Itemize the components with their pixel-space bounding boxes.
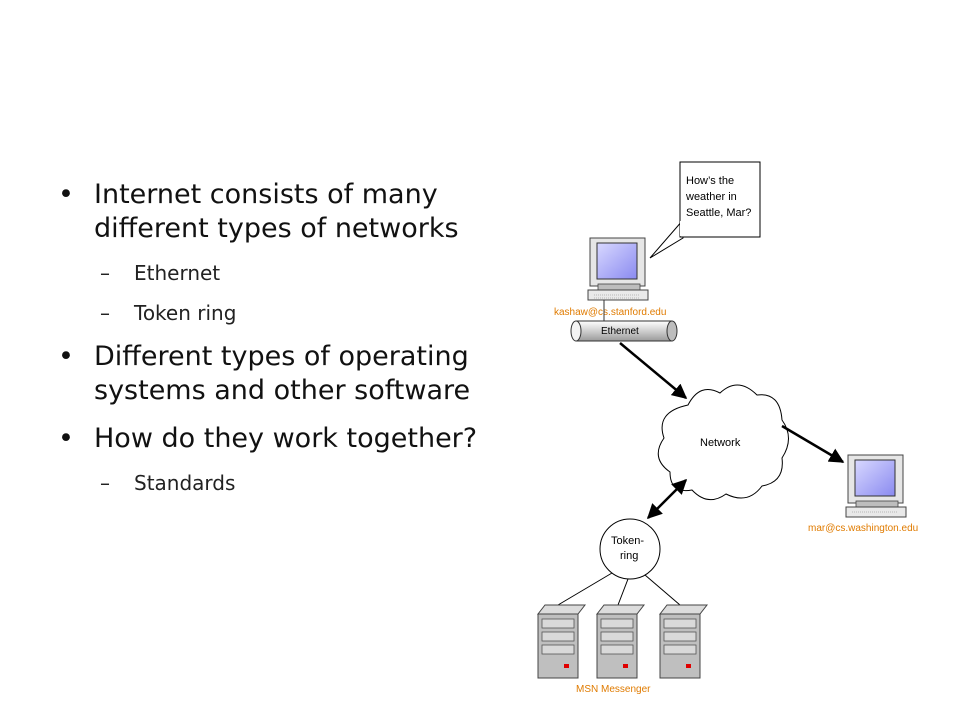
bullet-dot: • [58, 423, 74, 454]
sub-bullet-dash: – [100, 301, 110, 325]
server-2 [595, 604, 646, 679]
sub-bullet-text: Token ring [134, 301, 237, 325]
bullet-operating-systems: • Different types of operating systems a… [58, 340, 528, 408]
computer-stanford [587, 237, 649, 301]
arrow-ethernet-to-network [619, 342, 688, 399]
arrow-network-to-washington [781, 424, 845, 464]
network-cloud [657, 384, 789, 501]
token-ring-label-line-2: ring [620, 550, 638, 562]
arrow-network-token-ring [646, 478, 688, 520]
svg-text:Token- ring: Token- ring [611, 535, 647, 562]
bullet-text: How do they work together? [94, 423, 478, 454]
ethernet-segment [570, 300, 678, 342]
sub-bullet-token-ring: – Token ring [58, 300, 528, 326]
token-ring-node [599, 518, 661, 580]
sub-bullet-text: Standards [134, 471, 236, 495]
link-server-2 [617, 578, 629, 606]
computer-washington [845, 454, 907, 518]
sub-bullet-text: Ethernet [134, 261, 221, 285]
speech-line-3: Seattle, Mar? [686, 207, 751, 219]
bullet-list: • Internet consists of many different ty… [58, 178, 528, 510]
bullet-text: Internet consists of many different type… [94, 179, 459, 244]
svg-text:How’s the weather in: How’s the weather in Seattle, Mar? [685, 175, 751, 219]
speech-line-2: weather in [685, 191, 737, 203]
server-3 [658, 604, 709, 679]
computer-washington-label: mar@cs.washington.edu [808, 523, 918, 534]
network-label: Network [700, 437, 741, 449]
server-1 [536, 604, 587, 679]
token-ring-label-line-1: Token- [611, 535, 644, 547]
bullet-dot: • [58, 341, 74, 372]
ethernet-label: Ethernet [601, 326, 639, 337]
link-server-1 [557, 572, 613, 606]
sub-bullet-dash: – [100, 471, 110, 495]
servers-label: MSN Messenger [576, 684, 651, 695]
link-server-3 [644, 574, 681, 606]
sub-bullet-dash: – [100, 261, 110, 285]
sub-bullet-standards: – Standards [58, 470, 528, 496]
bullet-work-together: • How do they work together? [58, 422, 528, 456]
speech-bubble: How’s the weather in Seattle, Mar? [649, 161, 761, 259]
bullet-dot: • [58, 179, 74, 210]
bullet-text: Different types of operating systems and… [94, 341, 471, 406]
computer-stanford-label: kashaw@cs.stanford.edu [554, 307, 666, 318]
bullet-internet: • Internet consists of many different ty… [58, 178, 528, 246]
speech-line-1: How’s the [686, 175, 734, 187]
sub-bullet-ethernet: – Ethernet [58, 260, 528, 286]
